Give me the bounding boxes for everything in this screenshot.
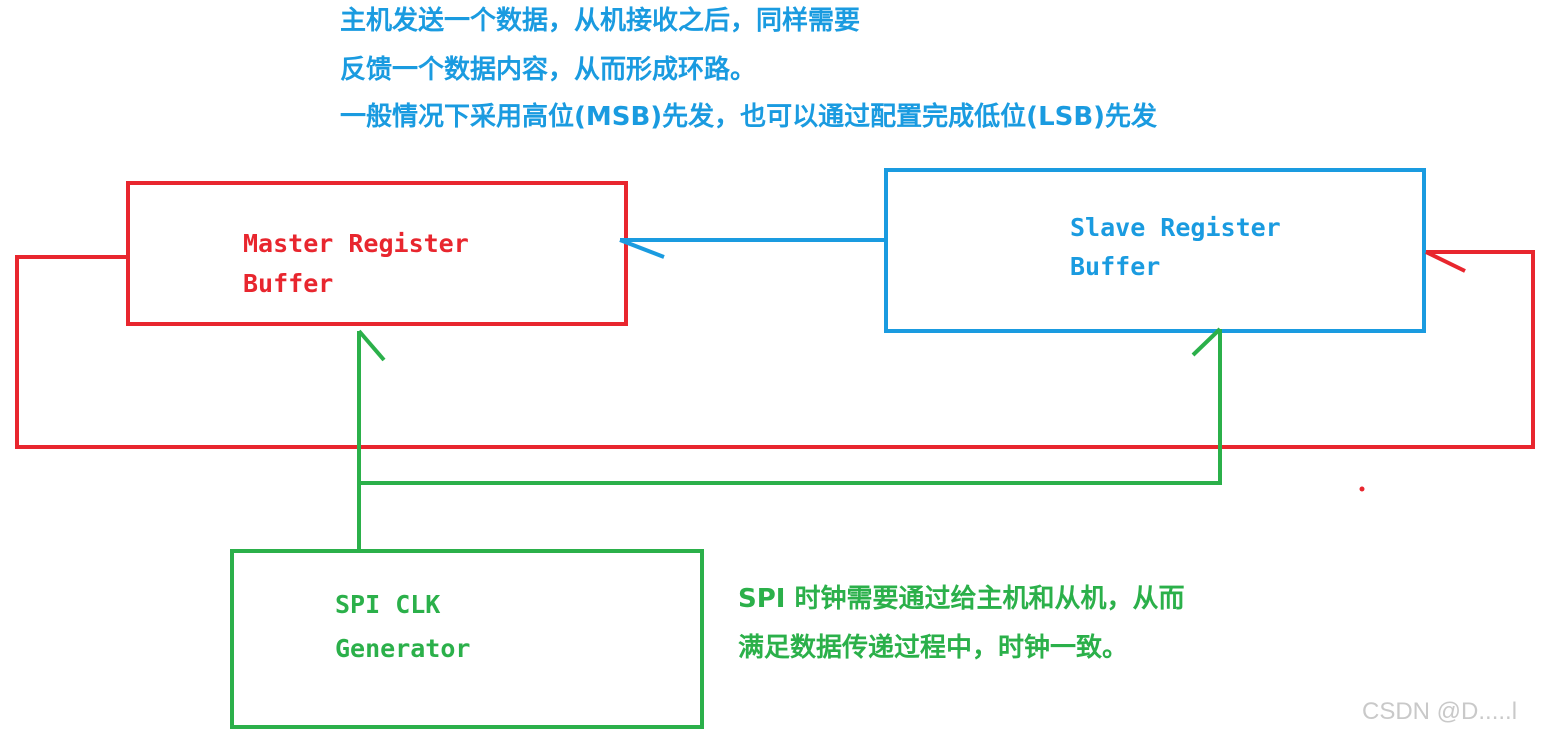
clk-label-line-1: SPI CLK	[335, 590, 441, 619]
top-note-line-2: 反馈一个数据内容，从而形成环路。	[340, 55, 757, 85]
clk-box	[230, 549, 704, 729]
master-label-line-1: Master Register	[243, 229, 469, 258]
top-note-line-1: 主机发送一个数据，从机接收之后，同样需要	[340, 6, 861, 36]
slave-to-master-arrowhead	[619, 238, 665, 259]
top-note-line-3: 一般情况下采用高位(MSB)先发，也可以通过配置完成低位(LSB)先发	[340, 102, 1158, 132]
slave-box	[884, 168, 1426, 333]
master-label-line-2: Buffer	[243, 269, 334, 298]
clock-note-line-2: 满足数据传递过程中，时钟一致。	[738, 633, 1129, 663]
clk-to-master-arrowhead	[357, 329, 386, 362]
clk-label-line-2: Generator	[335, 634, 471, 663]
csdn-watermark: CSDN @D.....l	[1362, 698, 1518, 725]
master-box	[126, 181, 628, 326]
red-dot	[1359, 486, 1365, 492]
slave-label-line-2: Buffer	[1070, 252, 1161, 281]
clk-to-slave-arrowhead	[1191, 327, 1222, 357]
clk-to-slave-line	[359, 329, 1222, 485]
master-to-slave-loop	[15, 250, 1535, 449]
slave-label-line-1: Slave Register	[1070, 213, 1281, 242]
master-to-slave-arrowhead	[1425, 250, 1466, 273]
clock-note-line-1: SPI 时钟需要通过给主机和从机，从而	[738, 584, 1185, 614]
